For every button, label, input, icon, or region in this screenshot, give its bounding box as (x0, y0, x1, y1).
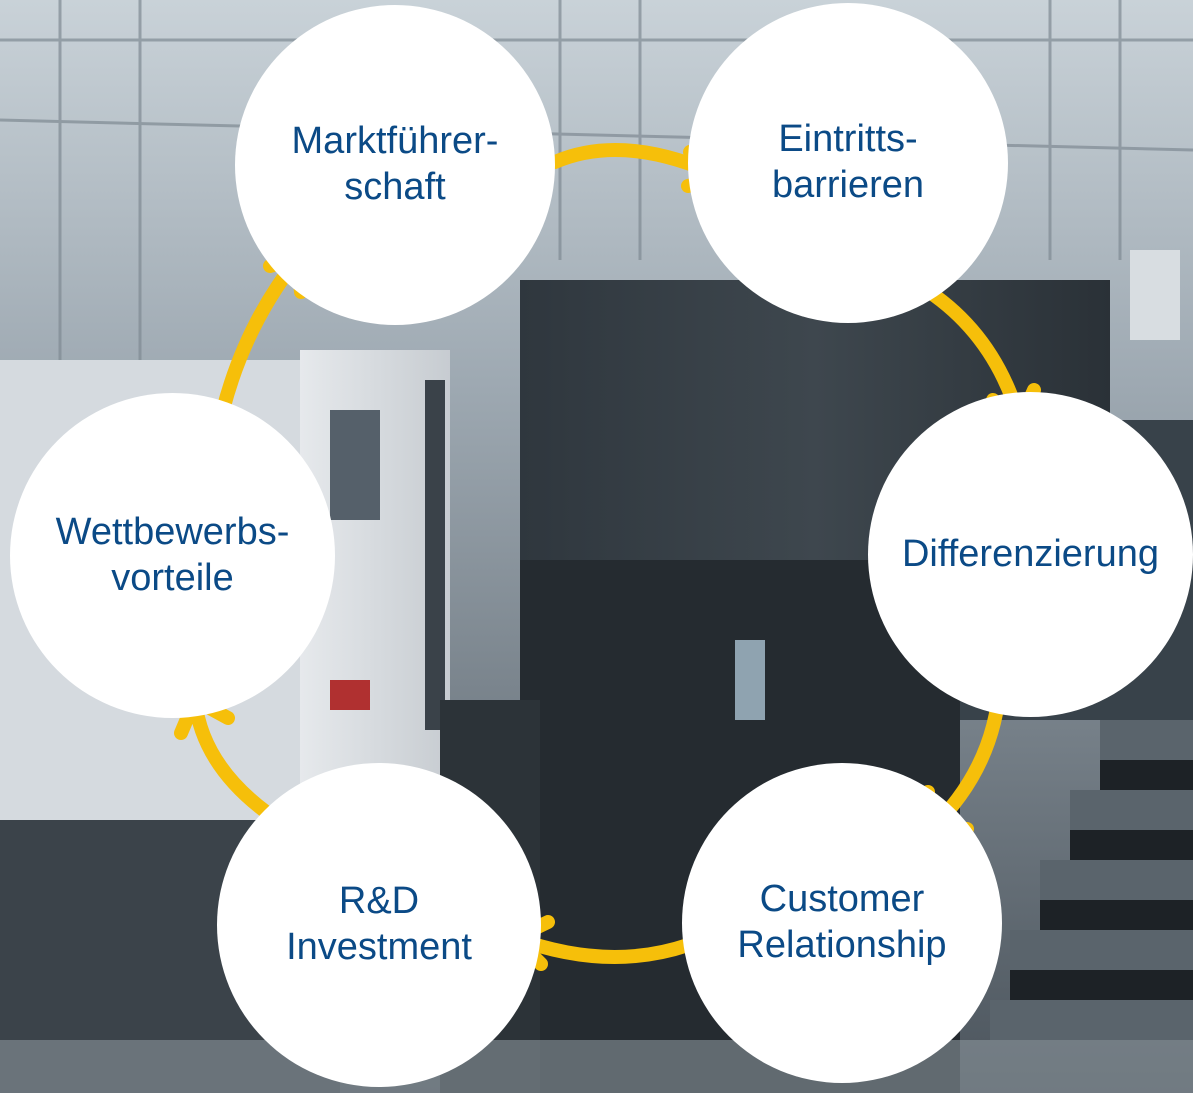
node-label: Marktführer- schaft (291, 120, 499, 208)
node-wettbewerbsvorteile: Wettbewerbs- vorteile (10, 393, 335, 718)
node-label: R&D Investment (286, 880, 472, 968)
node-marktfuehrerschaft: Marktführer- schaft (235, 5, 555, 325)
node-customer-relationship: Customer Relationship (682, 763, 1002, 1083)
node-label: Differenzierung (901, 532, 1159, 575)
node-label: Customer Relationship (737, 878, 947, 966)
node-differenzierung: Differenzierung (868, 392, 1193, 717)
node-rd-investment: R&D Investment (217, 763, 541, 1087)
node-eintrittsbarrieren: Eintritts- barrieren (688, 3, 1008, 323)
node-label: Wettbewerbs- vorteile (55, 510, 290, 599)
node-label: Eintritts- barrieren (771, 118, 925, 206)
